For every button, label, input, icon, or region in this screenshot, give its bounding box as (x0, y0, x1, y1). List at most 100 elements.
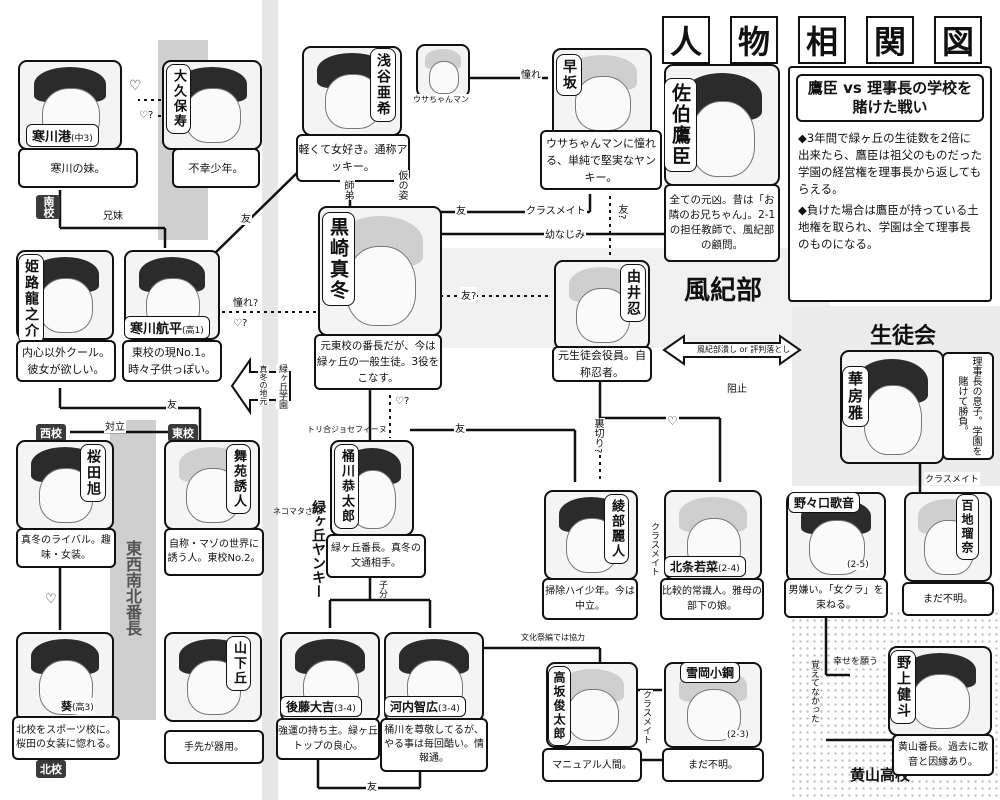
desc-kouhei: 東校の現No.1。時々子供っぽい。 (122, 340, 222, 382)
name-reito: 綾部麗人 (604, 494, 629, 564)
name-kanon: 野々口歌音 (788, 492, 861, 513)
desc-shinobu: 元生徒会役員。自称忍者。 (552, 346, 652, 382)
rel-siblings: 兄妹 (102, 207, 124, 222)
rel-friend-reito: 友 (454, 420, 466, 435)
banchou-label: 東西南北番長 (123, 540, 142, 636)
title-char-1: 人 (662, 16, 710, 64)
rel-friend-bottom: 友 (366, 778, 378, 793)
rel-kobun: 子分 (376, 580, 389, 598)
rel-classmate-shuntarou: クラスメイト (640, 690, 653, 744)
portrait-usachan (416, 44, 470, 98)
portrait-miyabi (840, 350, 944, 464)
desc-kanon: 男嫌い。「女クラ」を束ねる。 (784, 578, 888, 618)
desc-yamashita: 手先が器用。 (164, 730, 264, 764)
rel-osananajimi: 幼なじみ (544, 226, 586, 241)
title-char-2: 物 (730, 16, 778, 64)
rel-heart-asahi: ♡ (44, 592, 58, 607)
desc-aki: 軽くて女好き。通称アッキー。 (296, 134, 410, 182)
name-yamashita: 山下丘 (226, 636, 251, 691)
rel-taiiritsu: 対立 (104, 418, 126, 433)
north-school-tag: 北校 (36, 760, 66, 778)
desc-tomohiro: 桶川を尊敬してるが、やる事は毎回酷い。情報通。 (380, 718, 488, 772)
portrait-aoi (16, 632, 114, 722)
fuuki-label: 風紀部 (684, 276, 763, 306)
desc-kotobuki: 不幸少年。 (172, 148, 260, 188)
desc-hayasaka: ウサちゃんマンに憧れる、単純で堅実なヤンキー。 (540, 130, 662, 190)
desc-shuntarou: マニュアル人間。 (542, 748, 642, 782)
name-kouhei: 寒川航平(高1) (124, 316, 210, 339)
midori-yankee-label: 緑ヶ丘ヤンキー (310, 500, 326, 598)
rel-nekomaru: ネコマタさん (273, 507, 321, 516)
name-kyoutarou: 桶川恭太郎 (334, 444, 359, 529)
name-hime: 姫路龍之介 (18, 254, 44, 344)
name-minato: 寒川港(中3) (26, 124, 99, 147)
name-daikichi: 後藤大吉(3-4) (280, 696, 362, 717)
name-aoi: 葵(高3) (60, 698, 95, 714)
rel-tomo-q-shinobu: 友? (460, 287, 478, 302)
desc-mafuyu: 元東校の番長だが、今は緑ヶ丘の一般生徒。3役をこなす。 (314, 334, 442, 390)
portrait-kento (888, 646, 992, 736)
banchou-stripe (110, 420, 156, 720)
desc-miyabi: 理事長の息子。学園を賭けて勝負。 (942, 352, 994, 460)
name-wakana: 北条若菜(2-4) (664, 556, 746, 577)
rel-friend-hime: 友 (166, 396, 178, 411)
name-rurina: 百地瑠奈 (956, 494, 979, 560)
name-takaomi: 佐伯鷹臣 (664, 78, 697, 172)
rel-fuuki-tsubushi: 風紀部潰し or 評判落とし (697, 345, 791, 354)
title-char-4: 関 (866, 16, 914, 64)
name-mafuyu: 黒崎真冬 (322, 212, 355, 306)
desc-rurina: まだ不明。 (902, 582, 994, 616)
name-asahi: 桜田旭 (80, 444, 106, 502)
east-school-tag: 東校 (168, 424, 198, 442)
west-school-tag: 西校 (36, 424, 66, 442)
usachan-label: ウサちゃんマン (412, 94, 470, 105)
name-kotobuki: 大久保寿 (166, 64, 191, 134)
name-yuuto: 舞苑誘人 (226, 444, 251, 514)
rel-soshi: 阻止 (726, 380, 748, 395)
desc-kyoutarou: 緑ヶ丘番長。真冬の文通相手。 (326, 534, 426, 578)
desc-takaomi: 全ての元凶。昔は「お隣のお兄ちゃん」。2-1の担任教師で、風紀部の顧問。 (664, 184, 780, 262)
desc-koami: まだ不明。 (662, 748, 764, 782)
rules-panel: 鷹臣 vs 理事長の学校を賭けた戦い ◆3年間で緑ヶ丘の生徒数を2倍に出来たら、… (788, 66, 992, 302)
rel-torikage: トリ合ジョセフィーヌ (307, 425, 387, 434)
name-koami: 雪岡小鋼 (680, 662, 741, 683)
rel-heart-shinobu-wakana: ♡ (666, 414, 679, 428)
desc-asahi: 真冬のライバル。趣味・女装。 (16, 528, 116, 568)
cls-kanon: (2-5) (846, 560, 870, 570)
rel-heart-minato: ♡ (128, 78, 143, 94)
rel-heart-q-kyou: ♡? (394, 396, 411, 407)
rel-friend-kouhei-aki: 友 (240, 210, 252, 225)
rel-shitei: 師弟 (340, 180, 355, 200)
rules-bullet-1: ◆3年間で緑ヶ丘の生徒数を2倍に出来たら、鷹臣は祖父のものだった学園の経営権を理… (798, 131, 982, 196)
rel-classmate-hayasaka: クラスメイト (525, 202, 587, 217)
name-shuntarou: 高坂俊太郎 (548, 666, 571, 746)
rel-uragiri: 裏切り? (590, 418, 605, 454)
rel-heart-q-kouhei: ♡? (232, 318, 249, 329)
desc-reito: 掃除ハイ少年。今は中立。 (542, 578, 638, 620)
rel-akogare-hayasaka: 憧れ (520, 66, 542, 81)
rel-oboete: 覚えてなかった (809, 660, 819, 723)
name-hayasaka: 早坂 (556, 54, 582, 96)
name-aki: 浅谷亜希 (370, 48, 396, 122)
rel-classmate-miyabi-rurina: クラスメイト (924, 472, 980, 485)
name-kento: 野上健斗 (890, 650, 916, 724)
mafuyu-home-label: 真冬の地元 (258, 365, 269, 405)
desc-hime: 内心以外クール。彼女が欲しい。 (16, 340, 116, 382)
rules-heading: 鷹臣 vs 理事長の学校を賭けた戦い (796, 74, 984, 122)
rel-shiawase: 幸せを願う (832, 654, 880, 667)
desc-kento: 黄山番長。過去に歌音と因縁あり。 (892, 734, 994, 776)
rel-karinosugata: 仮の姿 (394, 170, 409, 200)
rel-tomo-q: 友? (614, 204, 629, 220)
midori-gakuen-label: 緑ヶ丘学園 (276, 364, 289, 409)
desc-aoi: 北校をスポーツ校に。桜田の女装に惚れる。 (12, 716, 120, 760)
desc-daikichi: 強運の持ち主。緑ヶ丘トップの良心。 (276, 718, 380, 760)
desc-minato: 寒川の妹。 (18, 148, 138, 188)
rel-akogare-q: 憧れ? (232, 294, 260, 309)
cls-koami: (2-3) (726, 730, 750, 740)
name-tomohiro: 河内智広(3-4) (384, 696, 466, 717)
desc-wakana: 比較的常識人。雅母の部下の娘。 (660, 578, 764, 620)
rel-bunkasai: 文化祭編では協力 (520, 632, 586, 643)
name-shinobu: 由井忍 (620, 264, 646, 322)
